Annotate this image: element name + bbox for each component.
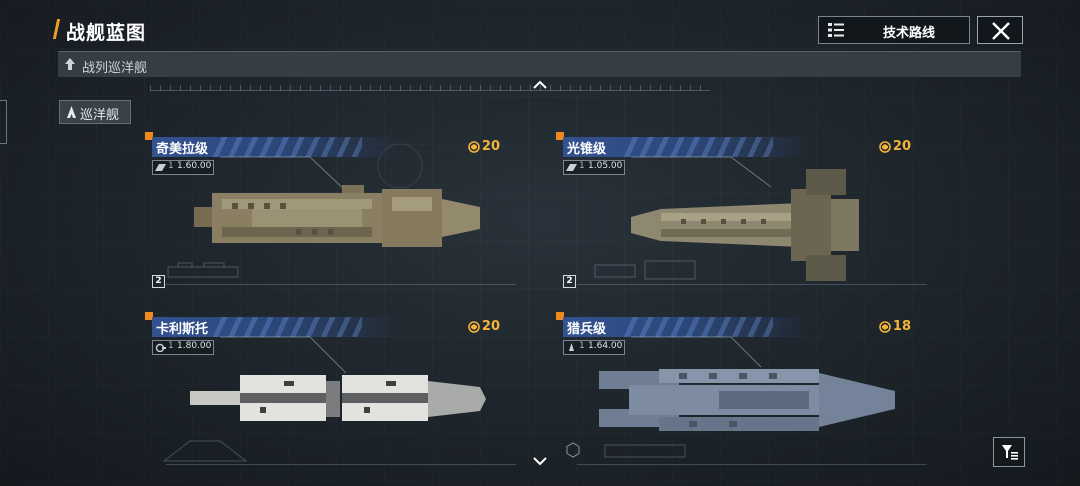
leader-line — [220, 143, 423, 194]
ship-class-icon — [566, 164, 577, 171]
ship-score-value: 18 — [892, 319, 911, 334]
ship-class-icon — [155, 164, 166, 171]
blueprint-sketch — [167, 262, 239, 278]
ship-model-chimera — [194, 185, 480, 247]
card-baseline — [166, 464, 516, 465]
ship-score: 18 — [879, 319, 911, 334]
ship-stat-value: 1.60.00 — [177, 161, 212, 171]
banner-stripes — [212, 137, 362, 157]
ship-stat-index: 1 — [168, 161, 174, 171]
card-baseline — [577, 284, 927, 285]
blueprint-sketch — [594, 260, 696, 280]
ship-name: 光锥级 — [567, 142, 607, 157]
filter-button[interactable] — [993, 437, 1025, 467]
ship-model-callisto — [190, 375, 486, 421]
ship-score: 20 — [879, 139, 911, 154]
leader-line — [631, 156, 772, 188]
title-accent-mark — [52, 19, 61, 39]
ship-stat-index: 1 — [168, 341, 174, 351]
category-bar[interactable]: 战列巡洋舰 — [58, 51, 1021, 77]
card-name-banner — [152, 317, 398, 337]
command-point-icon — [879, 320, 891, 333]
ship-model-light-cone — [631, 169, 859, 281]
tier-badge: 2 — [563, 275, 576, 288]
cruiser-icon — [67, 106, 76, 118]
tech-route-button[interactable]: 技术路线 — [818, 16, 970, 44]
banner-stripes — [212, 317, 362, 337]
command-point-icon — [879, 140, 891, 153]
side-drawer-handle[interactable] — [0, 100, 7, 144]
list-icon — [828, 23, 844, 37]
tech-route-label: 技术路线 — [882, 26, 935, 41]
card-corner-marker — [145, 132, 153, 140]
close-icon — [992, 22, 1010, 40]
chevron-down-icon[interactable] — [532, 456, 548, 466]
tier-badge: 2 — [152, 275, 165, 288]
ship-score: 20 — [468, 319, 500, 334]
ship-stat: 1 1.64.00 — [563, 340, 625, 355]
ship-stat-value: 1.05.00 — [588, 161, 623, 171]
command-point-icon — [468, 320, 480, 333]
ship-card-chimera[interactable]: 奇美拉级 20 1 1.60.00 2 — [145, 132, 530, 299]
card-corner-marker — [556, 312, 564, 320]
top-bar: 战舰蓝图 技术路线 — [0, 0, 1080, 48]
leader-line — [631, 336, 762, 368]
ship-name: 猎兵级 — [567, 322, 607, 337]
card-baseline — [577, 464, 927, 465]
ship-stat: 1 1.05.00 — [563, 160, 625, 175]
ship-card-hunter[interactable]: 猎兵级 18 1 1.64.00 — [556, 312, 941, 479]
page-title: 战舰蓝图 — [66, 22, 147, 44]
close-button[interactable] — [977, 16, 1023, 44]
banner-stripes — [623, 317, 773, 337]
ship-card-callisto[interactable]: 卡利斯托 20 1 1.80.00 — [145, 312, 530, 479]
ship-name: 奇美拉级 — [156, 142, 209, 157]
ship-stat: 1 1.80.00 — [152, 340, 214, 355]
ship-card-light-cone[interactable]: 光锥级 20 1 1.05.00 2 — [556, 132, 941, 299]
card-name-banner — [152, 137, 398, 157]
missile-icon — [569, 343, 574, 351]
card-name-banner — [563, 317, 809, 337]
ship-stat-value: 1.80.00 — [177, 341, 212, 351]
blueprint-sketch — [604, 444, 686, 458]
ship-name: 卡利斯托 — [156, 322, 209, 337]
command-point-icon — [468, 140, 480, 153]
ship-stat-index: 1 — [579, 341, 585, 351]
scale-ruler — [150, 85, 710, 91]
tab-cruiser-label: 巡洋舰 — [80, 108, 120, 123]
banner-stripes — [623, 137, 773, 157]
battlecruiser-icon — [65, 58, 75, 70]
filter-icon — [1002, 445, 1018, 460]
card-corner-marker — [556, 132, 564, 140]
leader-line — [220, 336, 347, 374]
ship-stat-value: 1.64.00 — [588, 341, 623, 351]
tab-cruiser[interactable]: 巡洋舰 — [59, 100, 131, 124]
ship-score-value: 20 — [481, 319, 500, 334]
ship-score-value: 20 — [481, 139, 500, 154]
category-label: 战列巡洋舰 — [82, 61, 148, 76]
card-name-banner — [563, 137, 809, 157]
turret-icon — [155, 343, 166, 352]
ship-model-hunter — [599, 369, 895, 431]
ship-score-value: 20 — [892, 139, 911, 154]
card-baseline — [166, 284, 516, 285]
hex-marker-icon — [566, 442, 580, 458]
card-corner-marker — [145, 312, 153, 320]
ship-stat-index: 1 — [579, 161, 585, 171]
ship-stat: 1 1.60.00 — [152, 160, 214, 175]
chevron-up-icon[interactable] — [532, 80, 548, 90]
blueprint-sketch — [162, 440, 248, 462]
ship-score: 20 — [468, 139, 500, 154]
